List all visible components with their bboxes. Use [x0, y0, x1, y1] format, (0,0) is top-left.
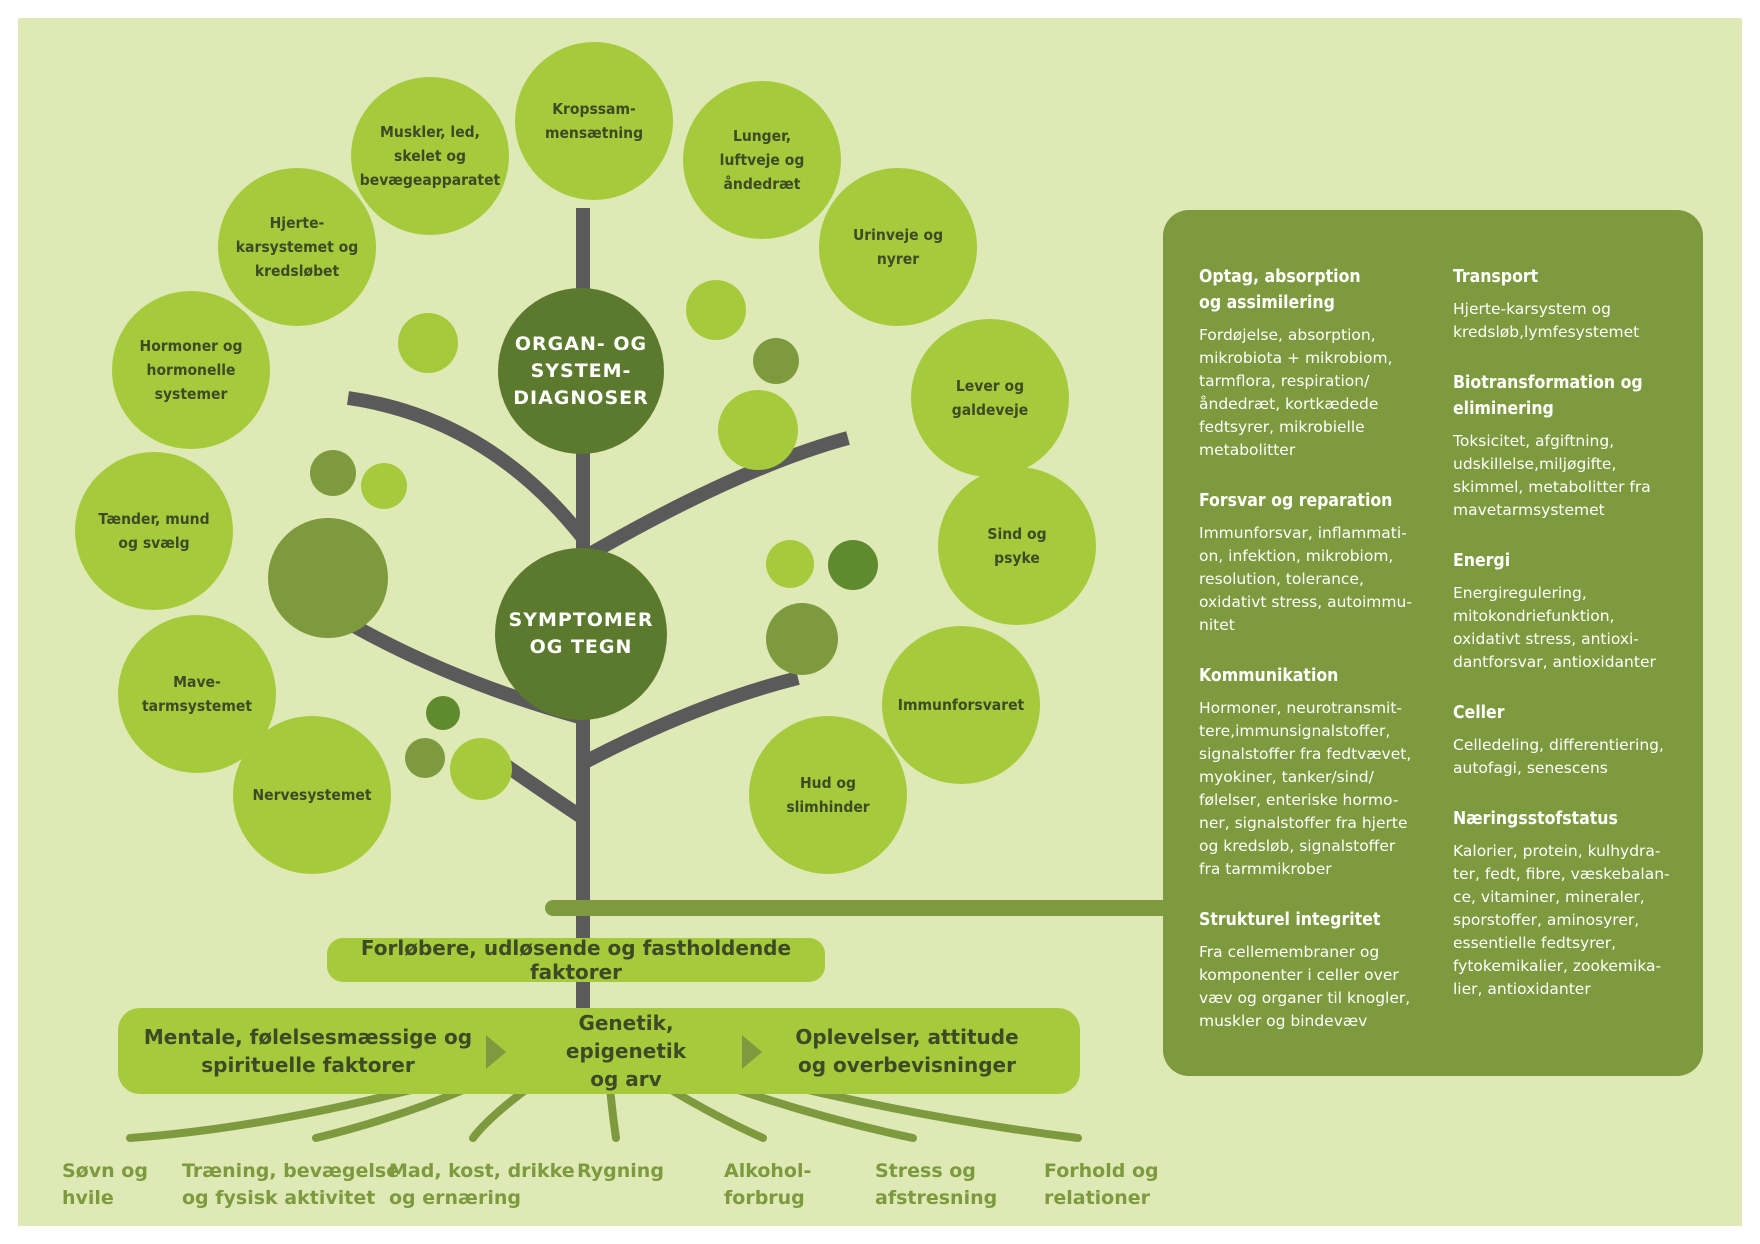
leaf-dot [828, 540, 878, 590]
section-body: Fordøjelse, absorption, mikrobiota + mik… [1199, 326, 1393, 459]
branch-right-upper [579, 431, 850, 565]
organ-system-circle: Tænder, mund og svælg [75, 452, 233, 610]
branch-right-lower [579, 671, 800, 770]
section-title: Celler [1453, 703, 1505, 723]
root-4 [606, 1084, 620, 1142]
lifestyle-factor: Stress og afstresning [875, 1160, 998, 1209]
organ-system-circle: Lunger, luftveje og åndedræt [683, 81, 841, 239]
leaf-dot [766, 603, 838, 675]
lifestyle-factor: Træning, bevægelse og fysisk aktivitet [182, 1160, 400, 1209]
root-5 [664, 1084, 767, 1142]
leaf-dot [268, 518, 388, 638]
lifestyle-factor: Mad, kost, drikke og ernæring [389, 1160, 575, 1209]
leaf-dot [450, 738, 512, 800]
organ-system-circle: Sind og psyke [938, 467, 1096, 625]
organ-system-circle: Hud og slimhinder [749, 716, 907, 874]
section-body: Toksicitet, afgiftning, udskillelse,milj… [1453, 432, 1651, 519]
lifestyle-factor: Forhold og relationer [1044, 1160, 1159, 1209]
lifestyle-factor: Søvn og hvile [62, 1160, 148, 1209]
organ-system-circle: Immunforsvaret [882, 626, 1040, 784]
organ-system-circle: Urinveje og nyrer [819, 168, 977, 326]
organ-system-diagnoses-hub: ORGAN- OG SYSTEM- DIAGNOSER [498, 288, 664, 454]
section-title: Optag, absorption og assimilering [1199, 267, 1361, 313]
branch-left-upper [347, 391, 589, 543]
organ-system-circle: Hjerte- karsystemet og kredsløbet [218, 168, 376, 326]
section-title: Forsvar og reparation [1199, 491, 1393, 511]
factors-label: Forløbere, udløsende og fastholdende fak… [327, 936, 825, 984]
section-title: Energi [1453, 551, 1511, 571]
section-body: Kalorier, protein, kulhydra- ter, fedt, … [1453, 842, 1670, 998]
leaf-dot [310, 450, 356, 496]
section-title: Kommunikation [1199, 666, 1339, 686]
organ-system-circle: Muskler, led, skelet og bevægeapparatet [351, 77, 509, 235]
section-title: Transport [1453, 267, 1539, 287]
section-title: Næringsstofstatus [1453, 809, 1618, 829]
organ-system-circle: Kropssam- mensætning [515, 42, 673, 200]
section-title: Biotransformation og eliminering [1453, 373, 1643, 419]
section-body: Hormoner, neurotransmit- tere,immunsigna… [1199, 699, 1412, 878]
section-body: Fra cellemembraner og komponenter i cell… [1199, 943, 1411, 1030]
leaf-dot [753, 338, 799, 384]
core-factors-bar: Mentale, følelsesmæssige og spirituelle … [118, 1008, 1080, 1094]
symptoms-signs-hub: SYMPTOMER OG TEGN [495, 548, 667, 720]
panel-column-left: Optag, absorption og assimilering Fordøj… [1199, 264, 1439, 1059]
leaf-dot [361, 463, 407, 509]
section-body: Energiregulering, mitokondriefunktion, o… [1453, 584, 1656, 671]
organ-system-circle: Lever og galdeveje [911, 319, 1069, 477]
root-3 [469, 1084, 532, 1142]
root-2 [312, 1084, 472, 1142]
section-body: Hjerte-karsystem og kredsløb,lymfesystem… [1453, 300, 1640, 341]
section-body: Immunforsvar, inflammati- on, infektion,… [1199, 524, 1412, 634]
section-body: Celledeling, differentiering, autofagi, … [1453, 736, 1664, 777]
leaf-dot [426, 696, 460, 730]
lifestyle-factor: Alkohol- forbrug [724, 1160, 812, 1209]
chevron-right-icon [486, 1035, 506, 1069]
core-factor-genetics: Genetik, epigenetik og arv [565, 1011, 687, 1091]
core-factor-mental: Mentale, følelsesmæssige og spirituelle … [143, 1025, 473, 1077]
physiology-panel: Optag, absorption og assimilering Fordøj… [1163, 210, 1703, 1076]
leaf-dot [686, 280, 746, 340]
panel-column-right: Transport Hjerte-karsystem og kredsløb,l… [1453, 264, 1693, 1027]
leaf-dot [718, 390, 798, 470]
leaf-dot [405, 738, 445, 778]
organ-system-circle: Hormoner og hormonelle systemer [112, 291, 270, 449]
leaf-dot [398, 313, 458, 373]
lifestyle-factor: Rygning [577, 1160, 664, 1182]
diagram-canvas: ORGAN- OG SYSTEM- DIAGNOSER SYMPTOMER OG… [18, 18, 1742, 1226]
root-1 [126, 1079, 442, 1142]
organ-system-circle: Nervesystemet [233, 716, 391, 874]
leaf-dot [766, 540, 814, 588]
chevron-right-icon [742, 1035, 762, 1069]
core-factor-experiences: Oplevelser, attitude og overbevisninger [795, 1025, 1019, 1077]
section-title: Strukturel integritet [1199, 910, 1381, 930]
